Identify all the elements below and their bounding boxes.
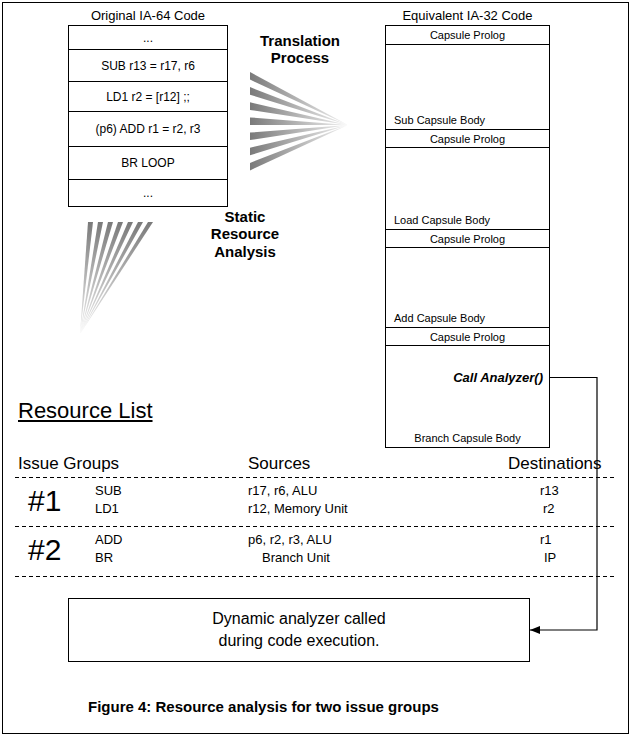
call-label: Call Analyzer() (453, 370, 543, 385)
code-heading: Original IA-64 Code (39, 8, 257, 23)
table-cell: LD1 (95, 502, 119, 517)
code-line: SUB r13 = r17, r6 (101, 59, 195, 73)
code-line: BR LOOP (121, 156, 174, 170)
code-row: ... (69, 179, 227, 206)
capsule-prolog: Capsule Prolog (386, 229, 549, 247)
capsule-body: Sub Capsule Body (386, 44, 549, 129)
capsule-label: Load Capsule Body (394, 214, 490, 226)
process-label: Static Resource Analysis (195, 208, 295, 260)
capsule-prolog: Capsule Prolog (386, 129, 549, 147)
capsule-body: Add Capsule Body (386, 247, 549, 327)
capsule-label: Capsule Prolog (430, 133, 505, 145)
capsule-body: Call Analyzer() Branch Capsule Body (386, 345, 549, 447)
process-label: Translation Process (250, 32, 350, 67)
table-cell: ADD (95, 533, 122, 548)
code-listing-box: Equivalent IA-32 CodeCapsule PrologSub C… (385, 25, 550, 448)
table-cell: IP (544, 551, 556, 566)
capsule-prolog: Capsule Prolog (386, 327, 549, 345)
code-row: ... (69, 26, 227, 49)
code-line: ... (143, 31, 153, 45)
capsule-prolog: Capsule Prolog (386, 26, 549, 44)
group-number: #2 (28, 533, 61, 568)
table-cell: r1 (540, 533, 552, 548)
table-cell: r17, r6, ALU (248, 484, 317, 499)
code-heading: Equivalent IA-32 Code (356, 8, 579, 23)
code-line: ... (143, 186, 153, 200)
code-row: SUB r13 = r17, r6 (69, 49, 227, 81)
code-line: (p6) ADD r1 = r2, r3 (95, 122, 200, 136)
table-title: Resource List (18, 398, 153, 423)
table-cell: r2 (543, 502, 555, 517)
capsule-body: Load Capsule Body (386, 147, 549, 229)
code-row: LD1 r2 = [r12] ;; (69, 81, 227, 111)
capsule-label: Sub Capsule Body (394, 114, 485, 126)
table-cell: r12, Memory Unit (248, 502, 348, 517)
table-cell: p6, r2, r3, ALU (248, 533, 332, 548)
code-row: (p6) ADD r1 = r2, r3 (69, 111, 227, 146)
analyzer-text: Dynamic analyzer called during code exec… (189, 608, 409, 653)
table-cell: BR (95, 551, 113, 566)
figure-caption: Figure 4: Resource analysis for two issu… (88, 698, 439, 715)
analysis-fan (80, 222, 153, 334)
table-cell: SUB (95, 484, 122, 499)
code-listing-box: Original IA-64 Code...SUB r13 = r17, r6L… (68, 25, 228, 207)
group-number: #1 (28, 484, 61, 519)
code-line: LD1 r2 = [r12] ;; (106, 90, 190, 104)
table-cell: r13 (540, 484, 559, 499)
figure-frame (3, 3, 629, 734)
table-cell: Branch Unit (262, 551, 330, 566)
column-header: Destinations (508, 454, 602, 474)
capsule-label: Capsule Prolog (430, 29, 505, 41)
code-row: BR LOOP (69, 146, 227, 179)
capsule-label: Capsule Prolog (430, 331, 505, 343)
table-rules (15, 478, 615, 577)
column-header: Issue Groups (18, 454, 119, 474)
capsule-label: Add Capsule Body (394, 312, 485, 324)
capsule-label: Branch Capsule Body (386, 432, 549, 444)
capsule-label: Capsule Prolog (430, 233, 505, 245)
column-header: Sources (248, 454, 310, 474)
analyzer-box: Dynamic analyzer called during code exec… (68, 598, 530, 662)
translation-fan (250, 72, 348, 170)
